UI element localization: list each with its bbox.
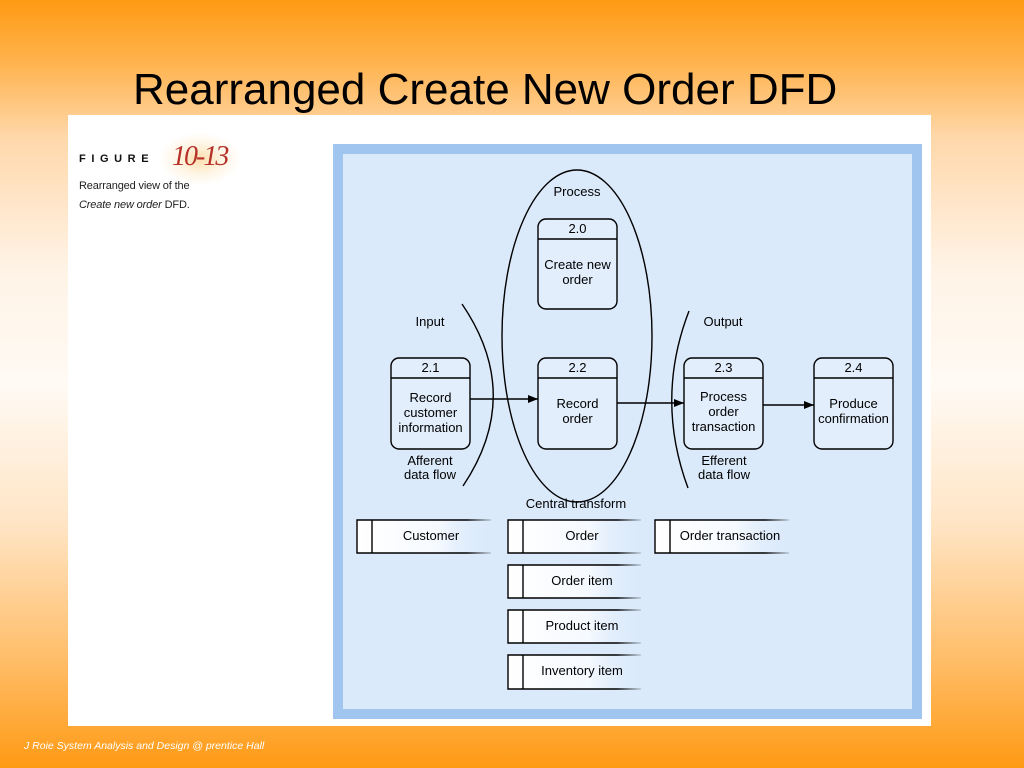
- process-box: [390, 357, 471, 450]
- process-label-line: information: [398, 420, 462, 435]
- figure-caption-italic: Create new order: [79, 199, 162, 211]
- data-store-fill: [508, 565, 641, 598]
- process-2-2: 2.2 Record order: [537, 357, 618, 450]
- process-label-line: Produce: [829, 396, 877, 411]
- process-id: 2.1: [421, 360, 439, 375]
- data-store-label: Inventory item: [541, 663, 623, 678]
- process-label-line: order: [708, 404, 739, 419]
- label-input: Input: [416, 314, 445, 329]
- figure-number: 10-13: [172, 141, 229, 172]
- label-afferent-line1: Afferent: [407, 453, 453, 468]
- process-label-line: confirmation: [818, 411, 889, 426]
- process-2-1: 2.1 Record customer information: [390, 357, 471, 450]
- data-store-inventory-item: Inventory item: [507, 654, 641, 690]
- data-store-customer: Customer: [356, 519, 491, 554]
- process-id: 2.2: [568, 360, 586, 375]
- efferent-boundary-curve: [671, 310, 690, 489]
- label-process: Process: [554, 184, 601, 199]
- data-store-order-item: Order item: [507, 564, 641, 599]
- process-id: 2.4: [844, 360, 862, 375]
- data-store-fill: [508, 655, 641, 689]
- process-2-3: 2.3 Process order transaction: [683, 357, 764, 450]
- process-label-line: transaction: [692, 419, 756, 434]
- data-store-label: Order transaction: [680, 528, 780, 543]
- process-id: 2.3: [714, 360, 732, 375]
- process-2-0: 2.0 Create new order: [537, 218, 618, 310]
- process-box: [813, 357, 894, 450]
- process-label-line: Create new: [544, 257, 611, 272]
- process-id: 2.0: [568, 221, 586, 236]
- process-label-line: order: [562, 411, 593, 426]
- data-store-outline: [507, 564, 641, 599]
- data-store-fill: [655, 520, 789, 553]
- data-store-order-transaction: Order transaction: [654, 519, 789, 554]
- data-store-outline: [507, 519, 641, 554]
- figure-caption-tail: DFD.: [164, 199, 190, 211]
- data-store-outline: [507, 609, 641, 644]
- data-store-label: Order item: [551, 573, 612, 588]
- process-label-line: Process: [700, 389, 747, 404]
- data-store-outline: [654, 519, 789, 554]
- data-store-label: Order: [565, 528, 599, 543]
- data-store-fill: [508, 610, 641, 643]
- slide-title: Rearranged Create New Order DFD: [133, 65, 838, 114]
- figure-caption-line1: Rearranged view of the: [79, 180, 190, 192]
- figure-number-glow: [160, 133, 240, 185]
- data-store-label: Product item: [546, 618, 619, 633]
- data-store-fill: [508, 520, 641, 553]
- label-efferent-line1: Efferent: [701, 453, 747, 468]
- data-store-product-item: Product item: [507, 609, 641, 644]
- label-afferent-line2: data flow: [404, 467, 457, 482]
- label-central-transform: Central transform: [526, 496, 626, 511]
- process-label-line: Record: [557, 396, 599, 411]
- process-boundary-ellipse: [501, 169, 653, 503]
- process-label-line: Record: [410, 390, 452, 405]
- data-store-order: Order: [507, 519, 641, 554]
- process-label-line: order: [562, 272, 593, 287]
- dfd-diagram: Process Input Output Afferent data flow …: [333, 144, 922, 719]
- slide-footer: J Roie System Analysis and Design @ pren…: [24, 740, 265, 752]
- label-output: Output: [703, 314, 742, 329]
- process-box: [537, 218, 618, 310]
- data-store-outline: [507, 654, 641, 690]
- data-store-label: Customer: [403, 528, 460, 543]
- figure-label: FIGURE: [79, 153, 155, 165]
- process-label-line: customer: [404, 405, 458, 420]
- data-store-fill: [357, 520, 491, 553]
- label-efferent-line2: data flow: [698, 467, 751, 482]
- afferent-boundary-curve: [461, 303, 494, 487]
- data-store-outline: [356, 519, 491, 554]
- process-2-4: 2.4 Produce confirmation: [813, 357, 894, 450]
